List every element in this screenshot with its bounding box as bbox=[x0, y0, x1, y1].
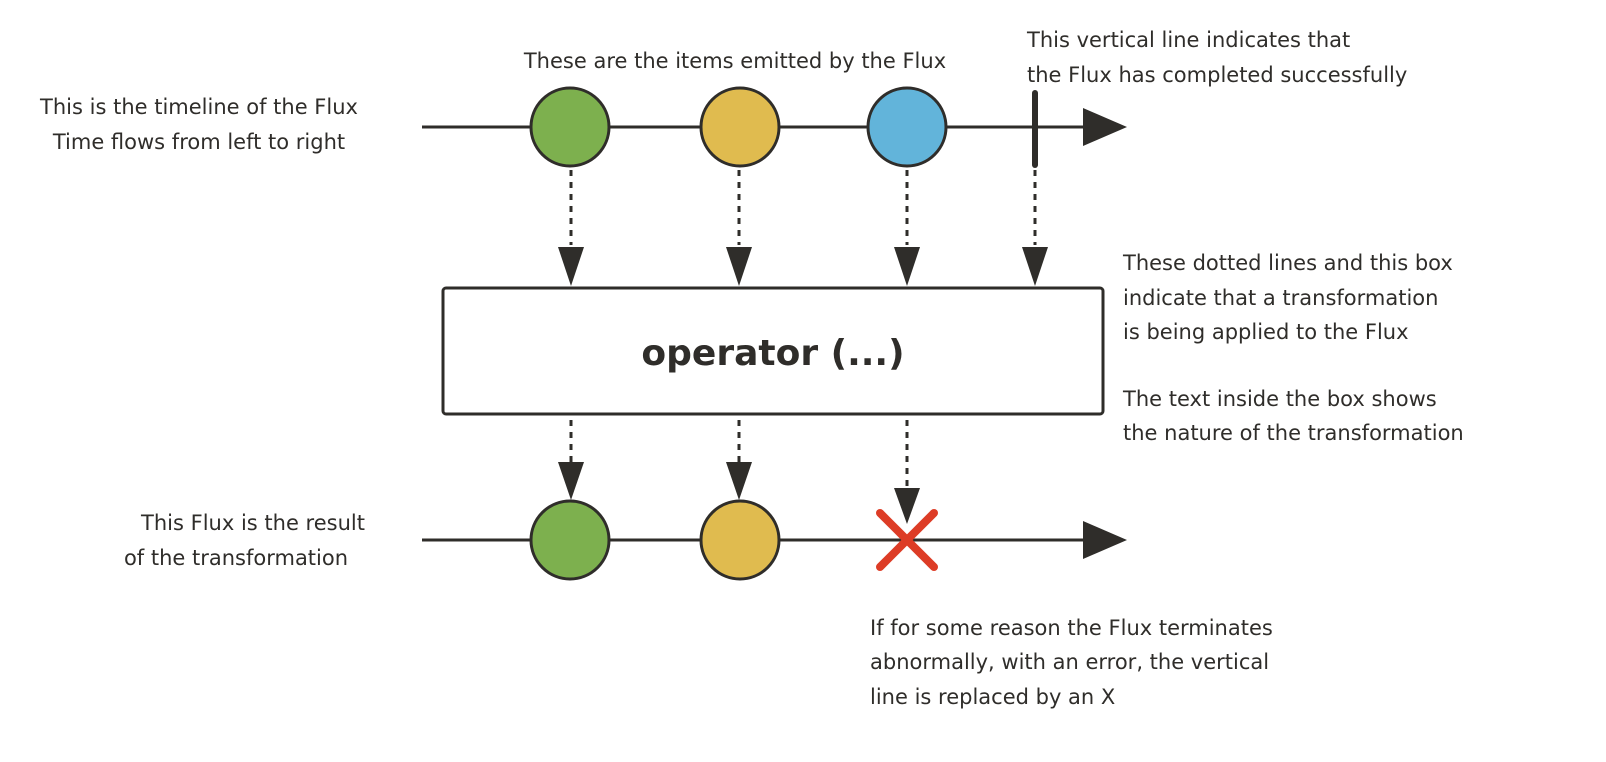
svg-text:is being applied to the Flux: is being applied to the Flux bbox=[1123, 320, 1409, 344]
svg-text:These dotted lines and this bo: These dotted lines and this box bbox=[1122, 251, 1453, 275]
svg-text:This Flux is the result: This Flux is the result bbox=[140, 511, 365, 535]
svg-text:If for some reason the Flux te: If for some reason the Flux terminates bbox=[870, 616, 1273, 640]
svg-text:indicate that a transformation: indicate that a transformation bbox=[1123, 286, 1438, 310]
arrow-down-icon bbox=[558, 247, 584, 286]
result-timeline bbox=[422, 488, 1127, 581]
arrow-down-icon bbox=[726, 247, 752, 286]
timeline-arrow-icon bbox=[1083, 108, 1127, 146]
svg-text:This vertical line indicates t: This vertical line indicates that bbox=[1026, 28, 1350, 52]
svg-text:The text inside the box shows: The text inside the box shows bbox=[1122, 387, 1437, 411]
arrow-down-icon bbox=[894, 488, 920, 524]
annotation-operator-box: These dotted lines and this box indicate… bbox=[1122, 251, 1453, 344]
result-marble-green bbox=[529, 499, 611, 581]
annotation-error: If for some reason the Flux terminates a… bbox=[870, 616, 1273, 709]
annotation-timeline: This is the timeline of the Flux Time fl… bbox=[39, 95, 358, 154]
item-marble-blue bbox=[866, 86, 948, 168]
timeline-arrow-icon bbox=[1083, 521, 1127, 559]
source-timeline bbox=[422, 86, 1127, 168]
annotation-operator-text: The text inside the box shows the nature… bbox=[1122, 387, 1464, 445]
operator-box bbox=[441, 286, 1105, 416]
operator-label: operator (...) bbox=[641, 333, 904, 374]
arrow-down-icon bbox=[558, 462, 584, 500]
arrow-down-icon bbox=[894, 247, 920, 286]
error-x-icon bbox=[876, 509, 938, 571]
arrow-down-icon bbox=[726, 462, 752, 500]
annotation-items: These are the items emitted by the Flux bbox=[523, 49, 946, 73]
svg-text:Time flows from left to right: Time flows from left to right bbox=[52, 130, 345, 154]
arrow-down-icon bbox=[1022, 247, 1048, 286]
svg-text:abnormally, with an error, the: abnormally, with an error, the vertical bbox=[870, 650, 1269, 674]
input-arrows bbox=[569, 170, 1037, 245]
annotation-completion: This vertical line indicates that the Fl… bbox=[1026, 28, 1407, 87]
result-marble-yellow bbox=[699, 499, 781, 581]
svg-text:the nature of the transformati: the nature of the transformation bbox=[1123, 421, 1464, 445]
annotation-result: This Flux is the result of the transform… bbox=[124, 511, 365, 570]
item-marble-green bbox=[529, 86, 611, 168]
input-arrowheads bbox=[558, 247, 1048, 286]
svg-text:the Flux has completed success: the Flux has completed successfully bbox=[1027, 63, 1407, 87]
output-arrowheads bbox=[558, 462, 752, 500]
svg-text:line is replaced by an X: line is replaced by an X bbox=[870, 685, 1115, 709]
svg-text:of the transformation: of the transformation bbox=[124, 546, 348, 570]
svg-text:This is the timeline of the Fl: This is the timeline of the Flux bbox=[39, 95, 358, 119]
item-marble-yellow bbox=[699, 86, 781, 168]
